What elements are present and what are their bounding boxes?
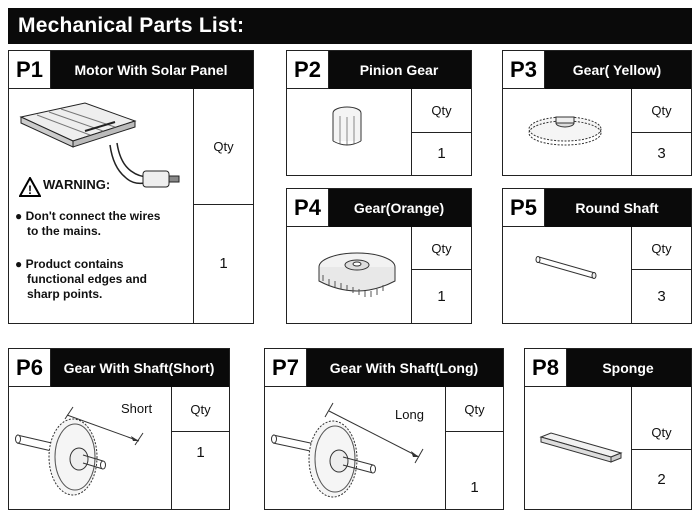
warning-line: Product contains: [25, 257, 124, 271]
qty-value: 1: [437, 145, 446, 162]
qty-divider: [172, 431, 229, 432]
qty-divider: [194, 204, 253, 205]
qty-divider: [412, 132, 471, 133]
warning-line: Don't connect the wires: [25, 209, 161, 223]
part-header: P4 Gear(Orange): [287, 189, 471, 227]
short-gear-shaft-illustration: [13, 393, 173, 512]
qty-column: Qty 1: [411, 89, 471, 175]
part-code: P7: [265, 349, 307, 387]
part-header: P5 Round Shaft: [503, 189, 691, 227]
qty-divider: [632, 449, 691, 450]
qty-column: Qty 3: [631, 227, 691, 323]
qty-column: Qty 1: [171, 387, 229, 509]
qty-label: Qty: [651, 103, 672, 118]
orange-gear-illustration: [315, 247, 399, 308]
dimension-label: Short: [121, 401, 153, 416]
part-name: Gear(Orange): [353, 200, 445, 216]
part-code: P2: [287, 51, 329, 89]
qty-value: 1: [470, 478, 479, 496]
part-card-p4: P4 Gear(Orange) Qty 1: [286, 188, 472, 324]
qty-value: 1: [219, 255, 228, 272]
sponge-illustration: [537, 429, 623, 474]
qty-value: 3: [657, 145, 666, 162]
qty-column: Qty 1: [411, 227, 471, 323]
qty-value: 1: [196, 443, 205, 461]
yellow-gear-illustration: [525, 111, 605, 156]
part-header: P8 Sponge: [525, 349, 691, 387]
part-name: Round Shaft: [575, 200, 659, 216]
warning-bullet-1: ● Don't connect the wires to the mains.: [15, 209, 161, 238]
qty-divider: [632, 269, 691, 270]
dimension-label: Long: [395, 407, 424, 422]
warning-line: functional edges and: [27, 272, 148, 286]
qty-column: Qty 2: [631, 387, 691, 509]
round-shaft-illustration: [533, 251, 603, 286]
qty-value: 1: [437, 287, 446, 305]
part-header: P3 Gear( Yellow): [503, 51, 691, 89]
warning-heading: WARNING:: [43, 177, 111, 192]
part-card-p6: P6 Gear With Shaft(Short) Short Qty 1: [8, 348, 230, 510]
part-card-p8: P8 Sponge Qty 2: [524, 348, 692, 510]
qty-label: Qty: [190, 401, 211, 417]
pinion-gear-illustration: [325, 103, 369, 158]
part-name: Motor With Solar Panel: [74, 62, 228, 78]
qty-divider: [632, 132, 691, 133]
part-header: P6 Gear With Shaft(Short): [9, 349, 229, 387]
long-gear-shaft-illustration: [269, 393, 445, 512]
qty-column: Qty 1: [445, 387, 503, 509]
part-name: Sponge: [602, 360, 654, 376]
part-code: P8: [525, 349, 567, 387]
qty-column: Qty 1: [193, 89, 253, 323]
part-card-p5: P5 Round Shaft Qty 3: [502, 188, 692, 324]
part-code: P1: [9, 51, 51, 89]
qty-label: Qty: [213, 139, 234, 154]
page-title: Mechanical Parts List:: [8, 8, 692, 44]
part-name: Pinion Gear: [359, 62, 439, 78]
qty-divider: [446, 431, 503, 432]
qty-label: Qty: [464, 401, 485, 417]
part-code: P6: [9, 349, 51, 387]
qty-label: Qty: [651, 240, 672, 256]
qty-label: Qty: [431, 240, 452, 256]
warning-icon: !: [18, 175, 42, 202]
part-card-p3: P3 Gear( Yellow) Qty 3: [502, 50, 692, 176]
part-header: P2 Pinion Gear: [287, 51, 471, 89]
part-name: Gear With Shaft(Short): [63, 360, 215, 376]
warning-line: sharp points.: [27, 287, 103, 301]
part-card-p1: P1 Motor With Solar Panel ! WARNING: ● D…: [8, 50, 254, 324]
qty-value: 3: [657, 287, 666, 305]
qty-value: 2: [657, 470, 666, 488]
motor-solar-panel-illustration: [15, 97, 185, 212]
part-header: P1 Motor With Solar Panel: [9, 51, 253, 89]
qty-divider: [412, 269, 471, 270]
part-code: P3: [503, 51, 545, 89]
qty-label: Qty: [651, 424, 672, 440]
warning-bullet-2: ● Product contains functional edges and …: [15, 257, 148, 301]
qty-label: Qty: [431, 103, 452, 118]
part-code: P5: [503, 189, 545, 227]
part-card-p7: P7 Gear With Shaft(Long) Long Qty 1: [264, 348, 504, 510]
part-name: Gear( Yellow): [572, 62, 662, 78]
part-card-p2: P2 Pinion Gear Qty 1: [286, 50, 472, 176]
part-code: P4: [287, 189, 329, 227]
warning-line: to the mains.: [27, 224, 102, 238]
part-name: Gear With Shaft(Long): [329, 360, 479, 376]
svg-text:!: !: [28, 183, 32, 197]
qty-column: Qty 3: [631, 89, 691, 175]
part-header: P7 Gear With Shaft(Long): [265, 349, 503, 387]
